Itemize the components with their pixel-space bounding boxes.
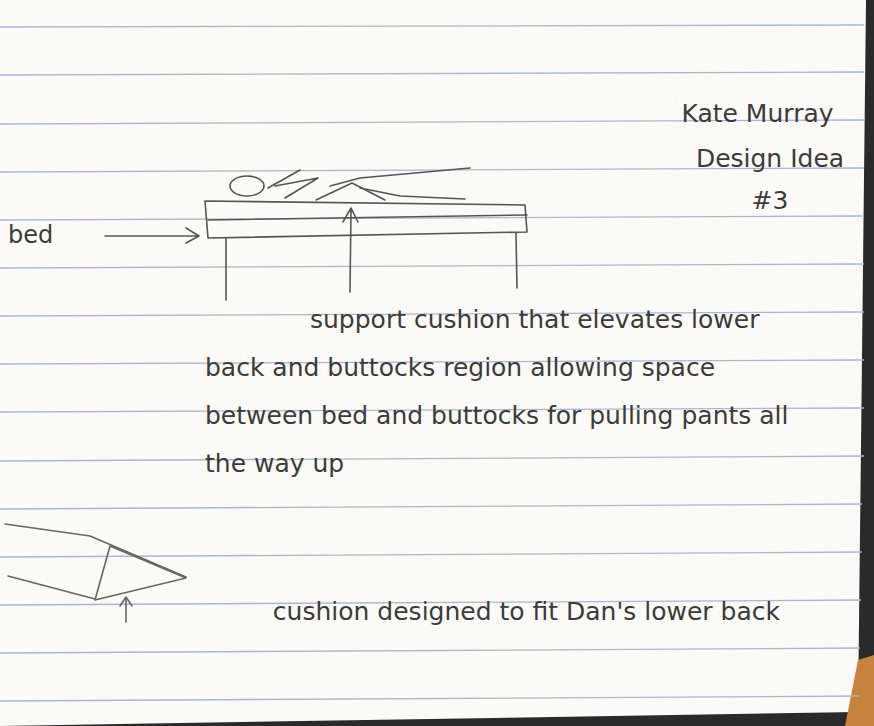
cushion-top bbox=[5, 524, 186, 577]
author-name: Kate Murray bbox=[650, 97, 865, 131]
bed-leg bbox=[225, 238, 227, 300]
cushion-sketch bbox=[5, 524, 186, 622]
table-corner bbox=[845, 655, 874, 726]
note: cushion designed to fit Dan's lower back bbox=[140, 588, 780, 636]
mattress-edge bbox=[208, 215, 527, 220]
arms bbox=[268, 170, 318, 198]
title: Design Idea #3 bbox=[680, 138, 860, 222]
ruled-lines bbox=[0, 25, 864, 701]
leader-arrow bbox=[105, 228, 199, 243]
head bbox=[230, 176, 264, 196]
bed-leg bbox=[516, 233, 517, 288]
legs bbox=[330, 168, 470, 199]
cushion-base bbox=[8, 576, 95, 599]
person-sketch bbox=[230, 168, 470, 292]
part-label: bed bbox=[8, 218, 98, 252]
leader-arrow bbox=[343, 208, 358, 292]
mattress bbox=[205, 201, 527, 238]
leader-arrow bbox=[120, 597, 132, 622]
bed-sketch bbox=[105, 201, 527, 300]
cushion-side bbox=[95, 546, 186, 600]
note: support cushion that elevates lower back… bbox=[205, 296, 805, 488]
